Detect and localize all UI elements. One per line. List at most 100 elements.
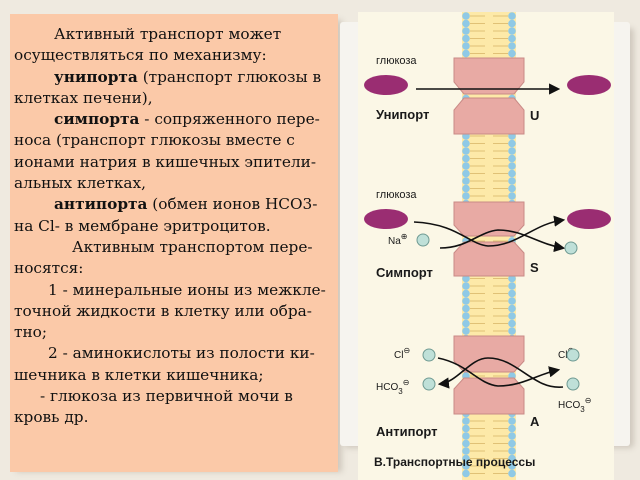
- lipid-head: [462, 139, 470, 148]
- lipid-head: [508, 432, 516, 440]
- lipid-head: [508, 184, 516, 193]
- lipid-head: [508, 139, 516, 148]
- lipid-head: [508, 27, 516, 35]
- symport-substrate-label: глюкоза: [376, 189, 417, 201]
- lipid-head: [508, 12, 516, 20]
- transport-diagram: глюкоза Унипорт U глюкоза Na⊕ Симпорт S …: [358, 12, 614, 480]
- lipid-head: [508, 169, 516, 178]
- lipid-head: [462, 177, 470, 185]
- lipid-head: [508, 462, 516, 470]
- item-3: - глюкоза из первичной мочи в кровь др.: [14, 387, 293, 427]
- item-2: 2 - аминокислоты из полости ки-шечника в…: [14, 344, 315, 384]
- uniport-term: унипорта: [54, 67, 138, 86]
- lipid-head: [462, 19, 470, 28]
- lipid-head: [508, 177, 516, 185]
- lipid-head: [508, 49, 516, 58]
- lipid-head: [462, 169, 470, 178]
- lipid-head: [508, 42, 516, 50]
- lipid-head: [462, 432, 470, 440]
- uniport-glucose-left: [364, 75, 408, 95]
- symport-glucose-arrow: [413, 215, 566, 247]
- lipid-head: [462, 282, 470, 290]
- uniport-paragraph: унипорта (транспорт глюкозы в клетках пе…: [14, 67, 322, 107]
- lipid-head: [508, 447, 516, 455]
- antiport-bicarb-left-label: HCO3⊖: [376, 378, 409, 396]
- lipid-head: [462, 312, 470, 320]
- lipid-head: [508, 282, 516, 290]
- lipid-head: [462, 462, 470, 470]
- symport-name: Симпорт: [376, 265, 433, 280]
- lipid-head: [462, 192, 470, 200]
- transport-diagram-svg: глюкоза Унипорт U глюкоза Na⊕ Симпорт S …: [364, 12, 611, 480]
- lipid-head: [508, 304, 516, 313]
- lipid-head: [508, 297, 516, 305]
- lipid-head: [508, 327, 516, 335]
- lipid-head: [462, 162, 470, 170]
- active-transport-paragraph: Активным транспортом пере-носятся:: [14, 237, 313, 278]
- antiport-ion-left-label: Cl⊖: [394, 346, 410, 361]
- antiport-paragraph: антипорта (обмен ионов HCO3- на Cl- в ме…: [14, 195, 318, 235]
- lipid-head: [462, 417, 470, 425]
- antiport-term: антипорта: [54, 195, 148, 214]
- lipid-head: [508, 192, 516, 200]
- lipid-head: [462, 454, 470, 463]
- lipid-head: [508, 312, 516, 320]
- uniport-glucose-right: [567, 75, 611, 95]
- antiport-name: Антипорт: [376, 424, 438, 439]
- lipid-head: [462, 297, 470, 305]
- antiport-letter: A: [530, 414, 540, 429]
- uniport-protein: [453, 57, 525, 135]
- lipid-head: [462, 49, 470, 58]
- lipid-head: [508, 289, 516, 298]
- lipid-head: [462, 447, 470, 455]
- antiport-bicarb-right-label: HCO3⊖: [558, 396, 591, 414]
- symport-ion-label: Na⊕: [388, 232, 408, 247]
- lipid-head: [462, 42, 470, 50]
- symport-protein: [453, 201, 525, 277]
- symport-sodium-arrow: [439, 229, 566, 253]
- symport-term: симпорта: [54, 110, 140, 129]
- lipid-head: [508, 274, 516, 283]
- lipid-head: [462, 12, 470, 20]
- lipid-head: [462, 327, 470, 335]
- lipid-head: [508, 154, 516, 163]
- lipid-head: [462, 439, 470, 448]
- uniport-substrate-label: глюкоза: [376, 55, 417, 67]
- antiport-chloride-arrow: [437, 357, 561, 387]
- lipid-head: [462, 34, 470, 43]
- intro-paragraph: Активный транспорт может осуществляться …: [14, 25, 282, 65]
- symport-ion-left: [416, 233, 430, 247]
- symport-ion-right: [564, 241, 578, 255]
- text-panel: Активный транспорт может осуществляться …: [10, 14, 338, 472]
- lipid-head: [508, 424, 516, 433]
- figure-caption: В.Транспортные процессы: [374, 455, 535, 469]
- lipid-head: [508, 319, 516, 328]
- antiport-bicarb-right: [566, 377, 580, 391]
- lipid-head: [462, 154, 470, 163]
- lipid-head: [462, 304, 470, 313]
- lipid-head: [508, 34, 516, 43]
- antiport-chloride-right: [566, 348, 580, 362]
- symport-glucose-left: [364, 209, 408, 229]
- lipid-head: [462, 27, 470, 35]
- symport-glucose-right: [567, 209, 611, 229]
- uniport-letter: U: [530, 108, 539, 123]
- lipid-head: [508, 19, 516, 28]
- antiport-bicarb-arrow: [437, 357, 564, 389]
- lipid-head: [508, 162, 516, 170]
- lipid-head: [508, 147, 516, 155]
- lipid-head: [462, 147, 470, 155]
- item-1: 1 - минеральные ионы из межкле-точной жи…: [14, 280, 326, 342]
- lipid-head: [508, 439, 516, 448]
- symport-paragraph: симпорта - сопряженного пере-носа (транс…: [14, 110, 320, 193]
- antiport-bicarb-left: [422, 377, 436, 391]
- lipid-head: [508, 454, 516, 463]
- lipid-head: [462, 274, 470, 283]
- lipid-head: [462, 424, 470, 433]
- lipid-head: [508, 417, 516, 425]
- lipid-head: [462, 289, 470, 298]
- antiport-chloride-left: [422, 348, 436, 362]
- uniport-name: Унипорт: [376, 107, 429, 122]
- lipid-head: [462, 319, 470, 328]
- lipid-head: [462, 184, 470, 193]
